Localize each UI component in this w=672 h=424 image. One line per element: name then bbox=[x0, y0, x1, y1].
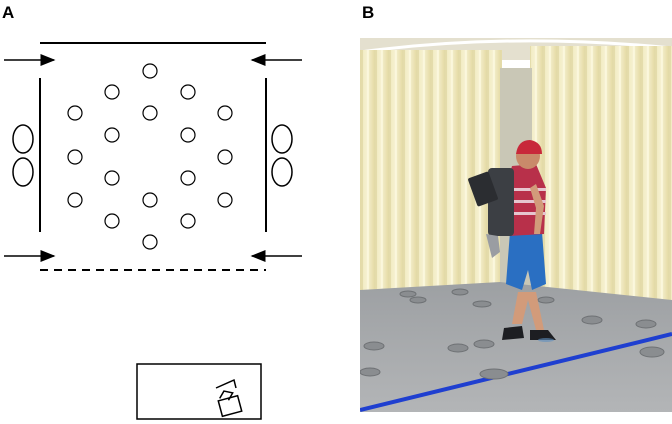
photo-floor-markers bbox=[360, 288, 665, 380]
floor-marker bbox=[217, 105, 233, 121]
floor-marker bbox=[142, 192, 158, 208]
participant bbox=[468, 140, 556, 342]
loudspeaker-left-lower bbox=[12, 157, 34, 187]
floor-marker bbox=[180, 127, 196, 143]
floor-markers bbox=[67, 63, 233, 250]
floor-marker bbox=[142, 105, 158, 121]
floor bbox=[360, 282, 672, 412]
floor-marker bbox=[180, 84, 196, 100]
floor-marker bbox=[217, 149, 233, 165]
floor-marker bbox=[180, 213, 196, 229]
laptop bbox=[468, 171, 498, 207]
curtain-right bbox=[530, 46, 672, 302]
floor-marker bbox=[67, 192, 83, 208]
floor-marker bbox=[142, 234, 158, 250]
floor-marker bbox=[180, 170, 196, 186]
ceiling-rail bbox=[360, 39, 672, 54]
room-diagram bbox=[4, 42, 302, 420]
floor-marker bbox=[104, 213, 120, 229]
panel-a-label: A bbox=[2, 3, 15, 22]
blue-tape bbox=[360, 332, 672, 412]
participant-shorts bbox=[506, 232, 546, 290]
participant-legs bbox=[512, 292, 544, 330]
floor-marker bbox=[67, 149, 83, 165]
floor-marker bbox=[104, 170, 120, 186]
backpack bbox=[488, 168, 514, 236]
eeg-cap bbox=[516, 140, 542, 154]
loudspeaker-left-upper bbox=[12, 124, 34, 154]
camera-icon bbox=[215, 378, 243, 418]
loudspeaker-right-upper bbox=[271, 124, 293, 154]
floor-marker bbox=[217, 192, 233, 208]
loudspeaker-right-lower bbox=[271, 157, 293, 187]
curtain-left bbox=[360, 50, 502, 294]
panel-b-label: B bbox=[362, 3, 375, 22]
experiment-photo bbox=[360, 38, 672, 412]
floor-marker bbox=[67, 105, 83, 121]
camera-box bbox=[136, 363, 262, 420]
floor-marker bbox=[104, 84, 120, 100]
floor-marker bbox=[142, 63, 158, 79]
participant-shoe-right bbox=[530, 330, 556, 340]
participant-shoe-left bbox=[502, 326, 524, 340]
floor-marker bbox=[104, 127, 120, 143]
